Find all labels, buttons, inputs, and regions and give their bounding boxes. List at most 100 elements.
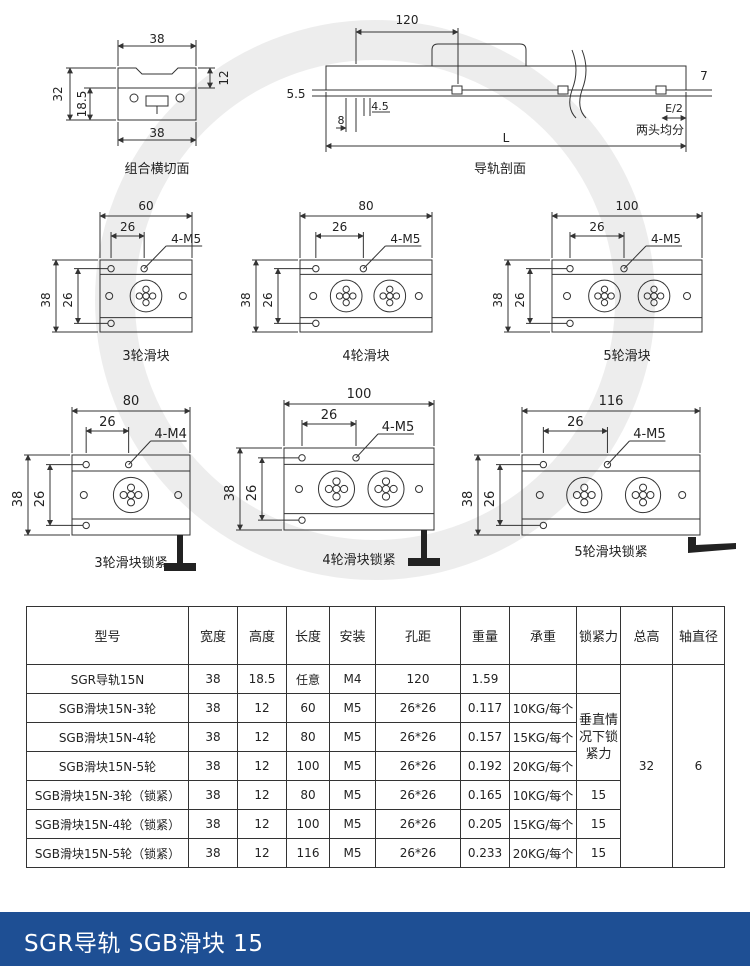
block-caption: 3轮滑块锁紧	[94, 555, 167, 571]
cell-mount: M5	[329, 722, 376, 752]
cell-hole-pitch: 26*26	[375, 693, 461, 723]
block-hole-pitch-label: 26	[589, 220, 604, 234]
side-hole	[414, 292, 423, 300]
wheel-bolt	[126, 498, 136, 507]
wheel-bolt	[342, 285, 350, 294]
cell-height: 12	[237, 751, 287, 781]
side-hole	[678, 491, 687, 499]
wheel-bolt	[332, 484, 341, 494]
wheel-bolt	[639, 498, 648, 507]
header-total-height: 总高	[620, 606, 673, 665]
cell-height: 18.5	[237, 664, 287, 694]
wheel-bolt	[142, 285, 150, 294]
wheel-bolt	[600, 292, 609, 300]
header-width: 宽度	[188, 606, 238, 665]
mounting-hole	[312, 264, 320, 273]
wheel	[588, 279, 621, 313]
block-hole-pitch-label: 26	[321, 408, 338, 423]
cell-weight: 0.117	[460, 693, 510, 723]
block-height-label: 38	[491, 292, 505, 307]
table-row: SGB滑块15N-3轮（锁紧） 38 12 80 M5 26*26 0.165 …	[26, 780, 725, 810]
block-body	[71, 454, 191, 536]
wheel-bolt	[639, 490, 648, 500]
block-inner-label: 26	[483, 491, 498, 508]
table-row: SGB滑块15N-5轮（锁紧） 38 12 116 M5 26*26 0.233…	[26, 838, 725, 868]
cell-mount: M5	[329, 751, 376, 781]
wheel-bolt	[339, 484, 349, 494]
wheel-bolt	[148, 292, 157, 300]
wheel-bolt	[381, 484, 391, 494]
screw-leader	[143, 245, 167, 269]
mounting-hole	[140, 264, 148, 273]
cell-height: 12	[237, 693, 287, 723]
wheel-bolt	[135, 292, 144, 300]
mounting-hole	[124, 460, 133, 469]
wheel-bolt	[381, 492, 391, 501]
rail-left-offset: 5.5	[286, 87, 305, 101]
cell-mount: M5	[329, 693, 376, 723]
wheel	[624, 476, 662, 514]
lock-handle-grip	[164, 563, 196, 571]
cell-mount: M5	[329, 809, 376, 839]
cell-load: 10KG/每个	[509, 693, 577, 723]
block-caption: 3轮滑块	[122, 349, 169, 364]
cell-width: 38	[188, 809, 238, 839]
wheel-bolt	[349, 292, 357, 300]
block-height-label: 38	[11, 491, 26, 508]
cell-shaft-diameter: 6	[672, 664, 725, 868]
cell-load: 10KG/每个	[509, 780, 577, 810]
cell-mount: M5	[329, 780, 376, 810]
wheel	[373, 279, 407, 313]
screw-leader	[355, 433, 379, 459]
cell-width: 38	[188, 838, 238, 868]
mounting-hole	[359, 264, 368, 273]
cell-weight: 0.192	[460, 751, 510, 781]
table-row: SGB滑块15N-4轮（锁紧） 38 12 100 M5 26*26 0.205…	[26, 809, 725, 839]
block-screw-label: 4-M5	[171, 232, 201, 246]
wheel-bolt	[379, 292, 387, 300]
rail-end-margin: E/2	[665, 102, 683, 115]
mounting-hole	[603, 460, 612, 469]
cell-width: 38	[188, 664, 238, 694]
cell-lock-force-empty	[576, 664, 621, 694]
wheel-bolt	[342, 292, 350, 300]
block-width-label: 100	[347, 387, 372, 402]
side-hole	[105, 292, 114, 300]
mounting-hole	[566, 319, 574, 328]
block-screw-label: 4-M4	[154, 427, 186, 442]
cell-hole-pitch: 26*26	[375, 780, 461, 810]
header-hole-pitch: 孔距	[375, 606, 461, 665]
cell-length: 100	[286, 809, 330, 839]
side-hole	[178, 292, 187, 300]
screw-leader	[363, 245, 386, 269]
wheel-bolt	[580, 490, 589, 500]
wheel-bolt	[142, 292, 150, 300]
block-height-label: 38	[461, 491, 476, 508]
side-hole	[79, 491, 88, 499]
cell-weight: 0.157	[460, 722, 510, 752]
header-length: 长度	[286, 606, 330, 665]
cross-section-total-height: 32	[51, 86, 65, 101]
side-hole	[683, 292, 691, 300]
wheel-bolt	[126, 483, 136, 492]
block-hole-pitch-label: 26	[99, 415, 116, 430]
wheel-bolt	[342, 298, 350, 307]
cross-section-top-height: 12	[217, 70, 231, 85]
cell-width: 38	[188, 780, 238, 810]
wheel-bolt	[650, 292, 658, 300]
screw-leader	[128, 440, 152, 465]
lock-handle-stem	[421, 530, 427, 558]
lock-handle-stem	[177, 535, 183, 563]
cell-weight: 0.233	[460, 838, 510, 868]
wheel-bolt	[392, 292, 401, 300]
block-body	[99, 259, 193, 333]
wheel-bolt	[386, 298, 394, 307]
rail-hole-dim-b: 4.5	[371, 100, 389, 113]
wheel-bolt	[374, 484, 383, 494]
mounting-hole	[82, 521, 90, 530]
wheel-bolt	[335, 292, 344, 300]
rail-length: L	[503, 131, 510, 145]
wheel-bolt	[332, 477, 341, 486]
block-body	[551, 259, 703, 333]
mounting-hole	[82, 460, 90, 469]
